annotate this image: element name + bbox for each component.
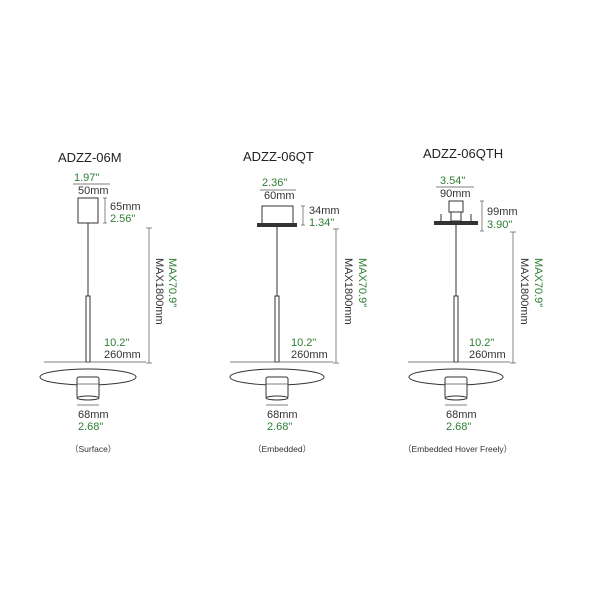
hover-canopy-top xyxy=(448,200,464,213)
stem-tube xyxy=(274,295,280,363)
canopy-height-inch: 2.56" xyxy=(110,213,135,225)
canopy-height-inch: 3.90" xyxy=(487,219,512,231)
model-name: ADZZ-06QT xyxy=(243,149,314,164)
lamp-body xyxy=(444,376,468,399)
canopy-height-mm: 99mm xyxy=(487,206,518,218)
disc-width-mm: 260mm xyxy=(291,349,328,361)
top-width-inch: 2.36" xyxy=(262,177,287,189)
disc-width-inch: 10.2" xyxy=(291,337,316,349)
top-width-mm: 50mm xyxy=(78,185,109,197)
disc-width-mm: 260mm xyxy=(469,349,506,361)
cord-length-mm: MAX1800mm xyxy=(153,258,165,325)
ceiling-flange xyxy=(434,221,478,225)
cord-length-mm: MAX1800mm xyxy=(518,258,530,325)
disc-width-mm: 260mm xyxy=(104,349,141,361)
lamp-lens xyxy=(76,395,100,401)
base-width-inch: 2.68" xyxy=(267,421,292,433)
cord-length-inch: MAX70.9" xyxy=(356,258,368,307)
embedded-canopy xyxy=(261,205,294,226)
top-width-inch: 1.97" xyxy=(74,172,99,184)
cord-length-inch: MAX70.9" xyxy=(532,258,544,307)
mount-caption: （Surface） xyxy=(70,444,116,454)
base-width-inch: 2.68" xyxy=(78,421,103,433)
lamp-body xyxy=(265,376,289,399)
canopy-height-mm: 65mm xyxy=(110,201,141,213)
top-width-mm: 60mm xyxy=(264,190,295,202)
base-width-mm: 68mm xyxy=(78,409,109,421)
cord-length-mm: MAX1800mm xyxy=(342,258,354,325)
cord-length-inch: MAX70.9" xyxy=(166,258,178,307)
stem-tube xyxy=(453,295,459,363)
top-width-inch: 3.54" xyxy=(440,175,465,187)
canopy-height-mm: 34mm xyxy=(309,205,340,217)
ceiling-flange xyxy=(257,223,297,227)
hover-canopy-neck xyxy=(450,211,462,222)
top-width-mm: 90mm xyxy=(440,188,471,200)
lamp-lens xyxy=(444,395,468,401)
lamp-lens xyxy=(265,395,289,401)
stem-tube xyxy=(85,295,91,363)
lamp-body xyxy=(76,376,100,399)
model-name: ADZZ-06QTH xyxy=(423,146,503,161)
disc-width-inch: 10.2" xyxy=(104,337,129,349)
base-width-inch: 2.68" xyxy=(446,421,471,433)
base-width-mm: 68mm xyxy=(446,409,477,421)
surface-canopy xyxy=(77,197,99,224)
pendant-adzz-06m: ADZZ-06M 1.97" 50mm 65mm 2.56" MAX70.9" … xyxy=(39,150,178,454)
mount-caption: （Embedded Hover Freely） xyxy=(403,444,512,454)
canopy-height-inch: 1.34" xyxy=(309,217,334,229)
pendant-adzz-06qt: ADZZ-06QT 2.36" 60mm 34mm 1.34" MAX70.9"… xyxy=(229,149,368,454)
mount-caption: （Embedded） xyxy=(253,444,311,454)
model-name: ADZZ-06M xyxy=(58,150,122,165)
base-width-mm: 68mm xyxy=(267,409,298,421)
pendant-adzz-06qth: ADZZ-06QTH 3.54" 90mm 99mm 3.90" MAX70.9… xyxy=(403,146,544,454)
disc-width-inch: 10.2" xyxy=(469,337,494,349)
